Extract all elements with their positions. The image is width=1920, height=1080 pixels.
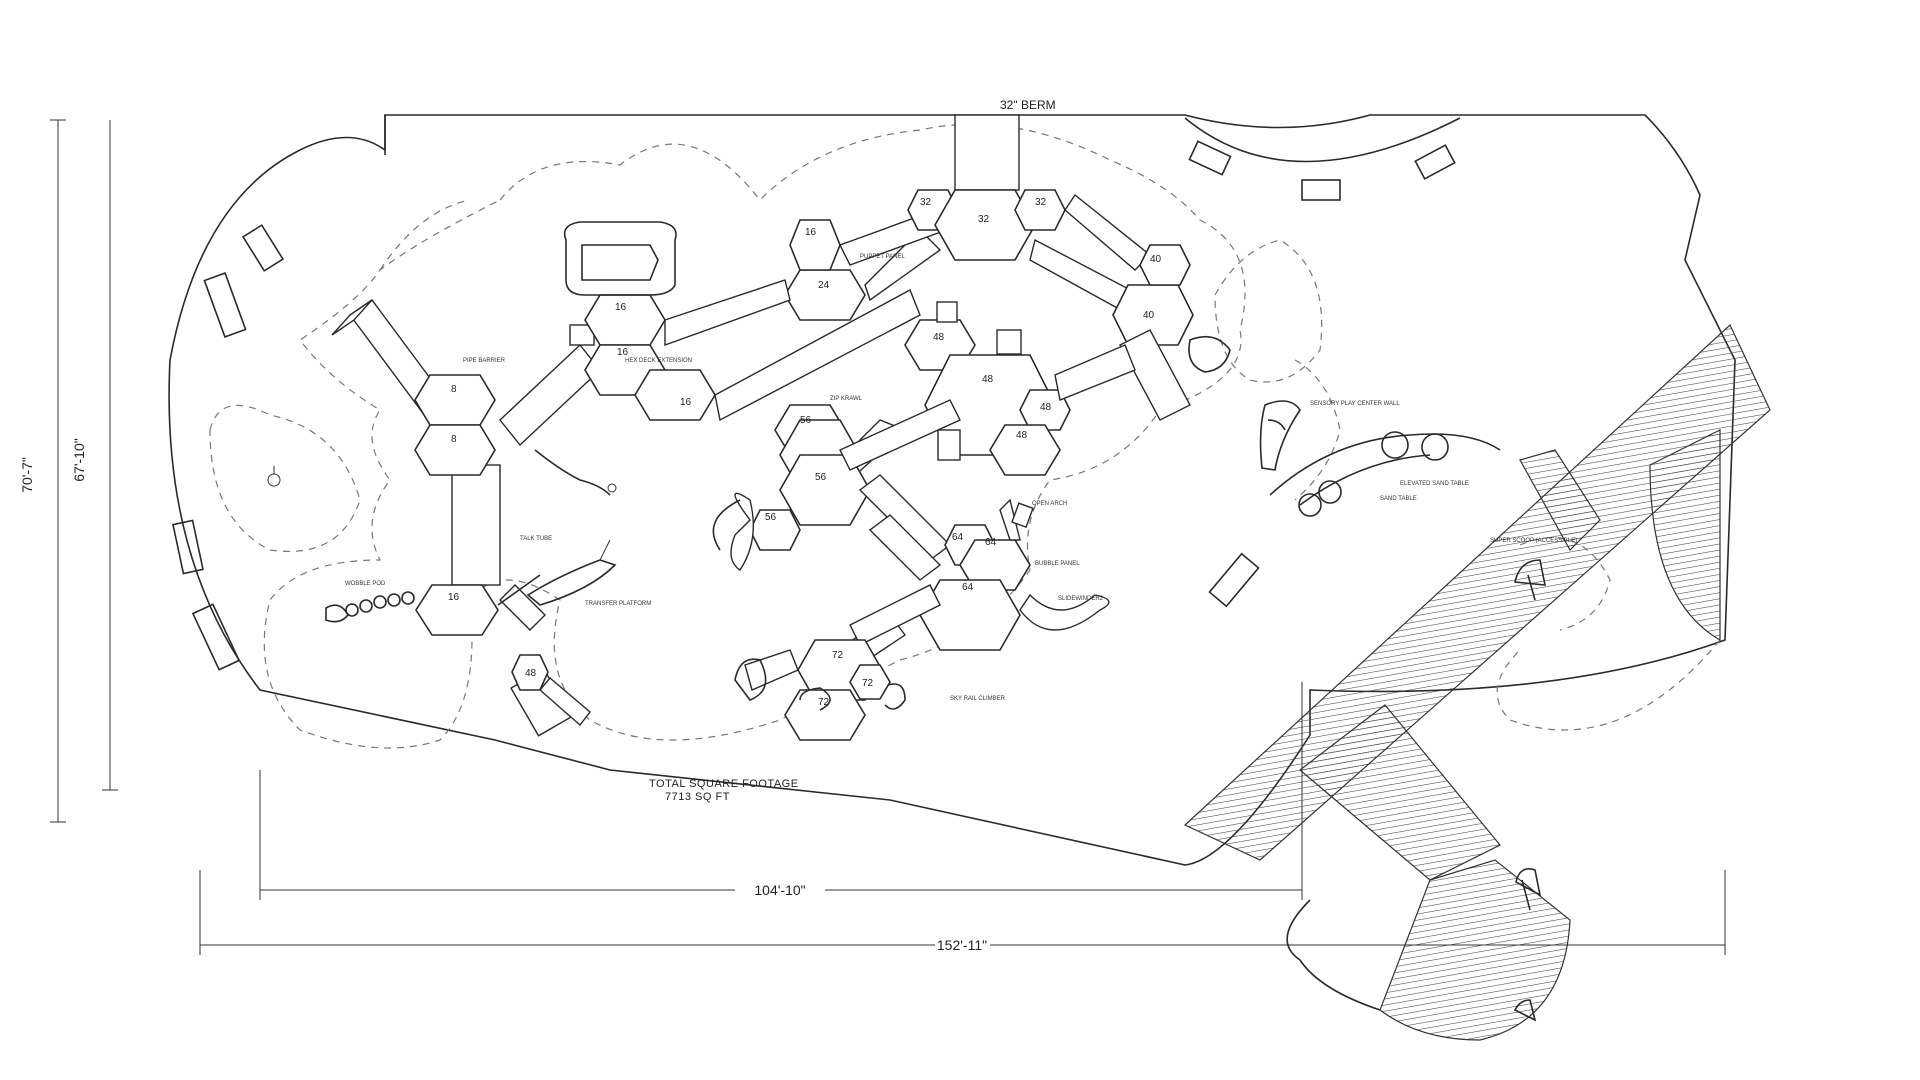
deck-number: 40 [1150, 254, 1162, 265]
dimension-inner-height: 67'-10" [71, 438, 87, 481]
component-label: ELEVATED SAND TABLE [1400, 481, 1469, 487]
deck-number: 48 [982, 374, 994, 385]
component-label: PIPE BARRIER [463, 358, 506, 364]
svg-text:104'-10": 104'-10" [754, 882, 805, 898]
access-paths [1183, 324, 1771, 1041]
component-label: HEX DECK EXTENSION [625, 358, 692, 364]
deck-number: 48 [933, 332, 945, 343]
deck-number: 16 [615, 302, 627, 313]
component-label: PUPPET PANEL [860, 254, 905, 260]
deck-number: 72 [862, 678, 874, 689]
deck-number: 72 [832, 650, 844, 661]
component-label: ZIP KRAWL [830, 396, 863, 402]
deck-32-c [1014, 189, 1066, 231]
deck-16-c [634, 369, 716, 421]
deck-number: 8 [451, 384, 457, 395]
deck-32-b [934, 189, 1036, 261]
svg-text:152'-11": 152'-11" [937, 937, 987, 953]
play-structure [331, 114, 1194, 741]
deck-number: 64 [962, 582, 974, 593]
deck-number: 40 [1143, 310, 1155, 321]
component-label: SKY RAIL CLIMBER [950, 696, 1006, 702]
component-label: WOBBLE POD [345, 581, 386, 587]
deck-number: 16 [805, 227, 817, 238]
deck-40-b [1139, 244, 1191, 286]
sensory-play-area [1208, 400, 1501, 608]
deck-number: 64 [985, 537, 997, 548]
component-label: TALK TUBE [520, 536, 552, 542]
deck-number: 64 [952, 532, 964, 543]
component-label: TRANSFER PLATFORM [585, 601, 651, 607]
deck-number: 56 [765, 512, 777, 523]
component-label: SUPER SCOOP (ACCESSIBLE) [1490, 538, 1577, 544]
deck-24 [784, 269, 866, 321]
component-label: OPEN ARCH [1032, 501, 1067, 507]
deck-72-b [849, 664, 891, 700]
deck-number: 56 [800, 415, 812, 426]
deck-16-left-low [415, 584, 499, 636]
deck-number: 32 [920, 197, 932, 208]
deck-number: 56 [815, 472, 827, 483]
berm-label: 32" BERM [1000, 98, 1056, 112]
dimension-outer-height: 70'-7" [19, 457, 35, 493]
deck-number: 24 [818, 280, 830, 291]
berm-seat-walls [1184, 117, 1461, 201]
component-label: SENSORY PLAY CENTER WALL [1310, 401, 1400, 407]
deck-8-a [414, 374, 496, 426]
sand-diggers [1513, 559, 1546, 1022]
deck-48-d [989, 424, 1061, 476]
total-square-footage-value: 7713 SQ FT [665, 791, 730, 803]
misc-structures [267, 221, 1231, 606]
component-label: SAND TABLE [1380, 496, 1417, 502]
deck-number: 32 [978, 214, 990, 225]
deck-72-c [784, 689, 866, 741]
deck-number: 48 [1040, 402, 1052, 413]
deck-8-b [414, 424, 496, 476]
total-square-footage-label: TOTAL SQUARE FOOTAGE [649, 778, 799, 790]
deck-number: 16 [448, 592, 460, 603]
deck-16-top [789, 219, 841, 271]
component-labels: SLIDEWINDER2 OPEN ARCH SKY RAIL CLIMBER … [345, 254, 1577, 702]
stepping-pods [325, 591, 415, 623]
deck-number: 8 [451, 434, 457, 445]
deck-number: 16 [617, 347, 629, 358]
deck-number: 32 [1035, 197, 1047, 208]
deck-number: 48 [525, 668, 537, 679]
deck-number: 48 [1016, 430, 1028, 441]
left-benches [172, 224, 285, 671]
deck-number: 72 [818, 697, 830, 708]
component-label: BUBBLE PANEL [1035, 561, 1080, 567]
component-label: SLIDEWINDER2 [1058, 596, 1104, 602]
deck-labels: 8 8 16 16 16 16 16 24 32 32 32 40 40 48 … [448, 197, 1162, 708]
deck-number: 16 [680, 397, 692, 408]
